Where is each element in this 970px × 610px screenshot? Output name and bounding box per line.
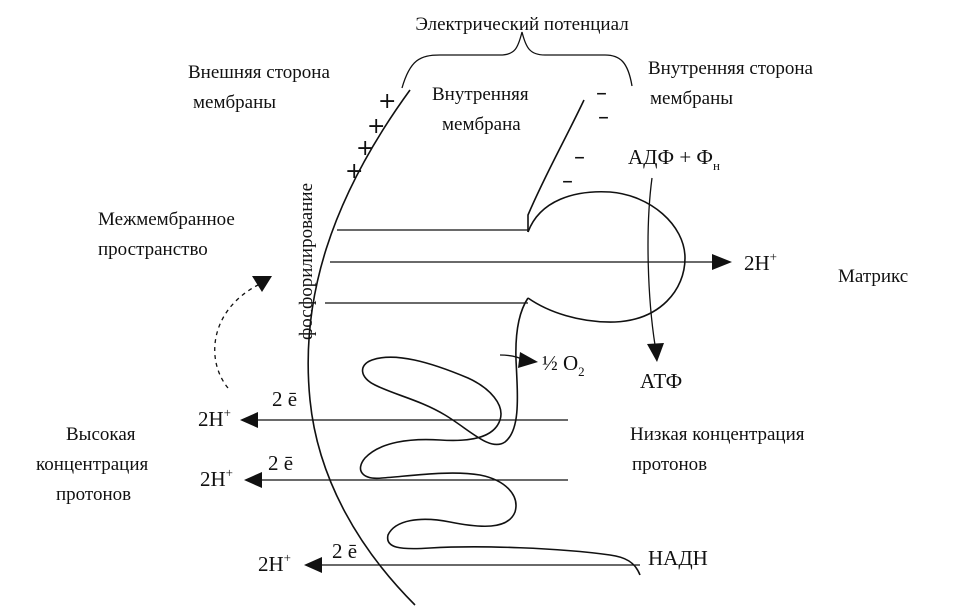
minus-sign-1: – (596, 81, 607, 106)
atp-label: АТФ (640, 369, 682, 393)
atp-synthase-head (527, 190, 686, 323)
inner-membrane-label-line2: мембрана (442, 114, 521, 135)
proton-arrow-1-head (240, 412, 258, 428)
inner-side-label-line1: Внутренняя сторона (648, 58, 814, 79)
low-conc-label-line2: протонов (632, 454, 707, 475)
outer-side-label-line1: Внешняя сторона (188, 62, 330, 83)
nadh-label: НАДН (648, 546, 708, 570)
plus-sign-4: + (345, 159, 363, 184)
proton-label-2: 2Н+ (200, 465, 233, 491)
high-conc-label-line2: концентрация (36, 454, 149, 475)
inner-membrane-lower (359, 297, 641, 576)
intermembrane-label-line2: пространство (98, 239, 208, 260)
oxygen-arrow-head (518, 352, 538, 368)
electron-label-2: 2 ē (268, 451, 293, 475)
inner-membrane-label-line1: Внутренняя (432, 84, 529, 105)
matrix-label: Матрикс (838, 266, 908, 287)
half-oxygen-label: ½ О2 (542, 351, 585, 379)
dashed-return-arrow-head (252, 276, 272, 292)
phosphorylation-label: фосфорилирование (296, 183, 317, 340)
plus-sign-3: + (356, 136, 374, 161)
electron-label-3: 2 ē (332, 539, 357, 563)
plus-sign-1: + (378, 89, 396, 114)
electric-potential-label: Электрический потенциал (415, 14, 629, 35)
minus-sign-4: – (562, 169, 573, 194)
outer-side-label-line2: мембраны (193, 92, 276, 113)
plus-sign-2: + (367, 114, 385, 139)
high-conc-label-line1: Высокая (66, 424, 136, 445)
proton-arrow-2-head (244, 472, 262, 488)
dashed-return-arrow (214, 284, 259, 389)
inner-membrane-upper (527, 99, 585, 232)
high-conc-label-line3: протонов (56, 484, 131, 505)
adp-atp-arrow-head (647, 343, 664, 362)
proton-label-matrix: 2Н+ (744, 249, 777, 275)
low-conc-label-line1: Низкая концентрация (630, 424, 805, 445)
inner-side-label-line2: мембраны (650, 88, 733, 109)
proton-label-3: 2Н+ (258, 550, 291, 576)
electron-label-1: 2 ē (272, 387, 297, 411)
adp-atp-arrow-line (647, 177, 656, 346)
outer-membrane (307, 89, 416, 606)
potential-brace (401, 31, 633, 89)
intermembrane-label-line1: Межмембранное (98, 209, 235, 230)
arrow-2h-matrix (712, 254, 732, 270)
proton-arrow-3-head (304, 557, 322, 573)
minus-sign-2: – (598, 105, 609, 130)
adp-pi-label: АДФ + Фн (628, 145, 720, 173)
minus-sign-3: – (574, 145, 585, 170)
proton-label-1: 2Н+ (198, 405, 231, 431)
